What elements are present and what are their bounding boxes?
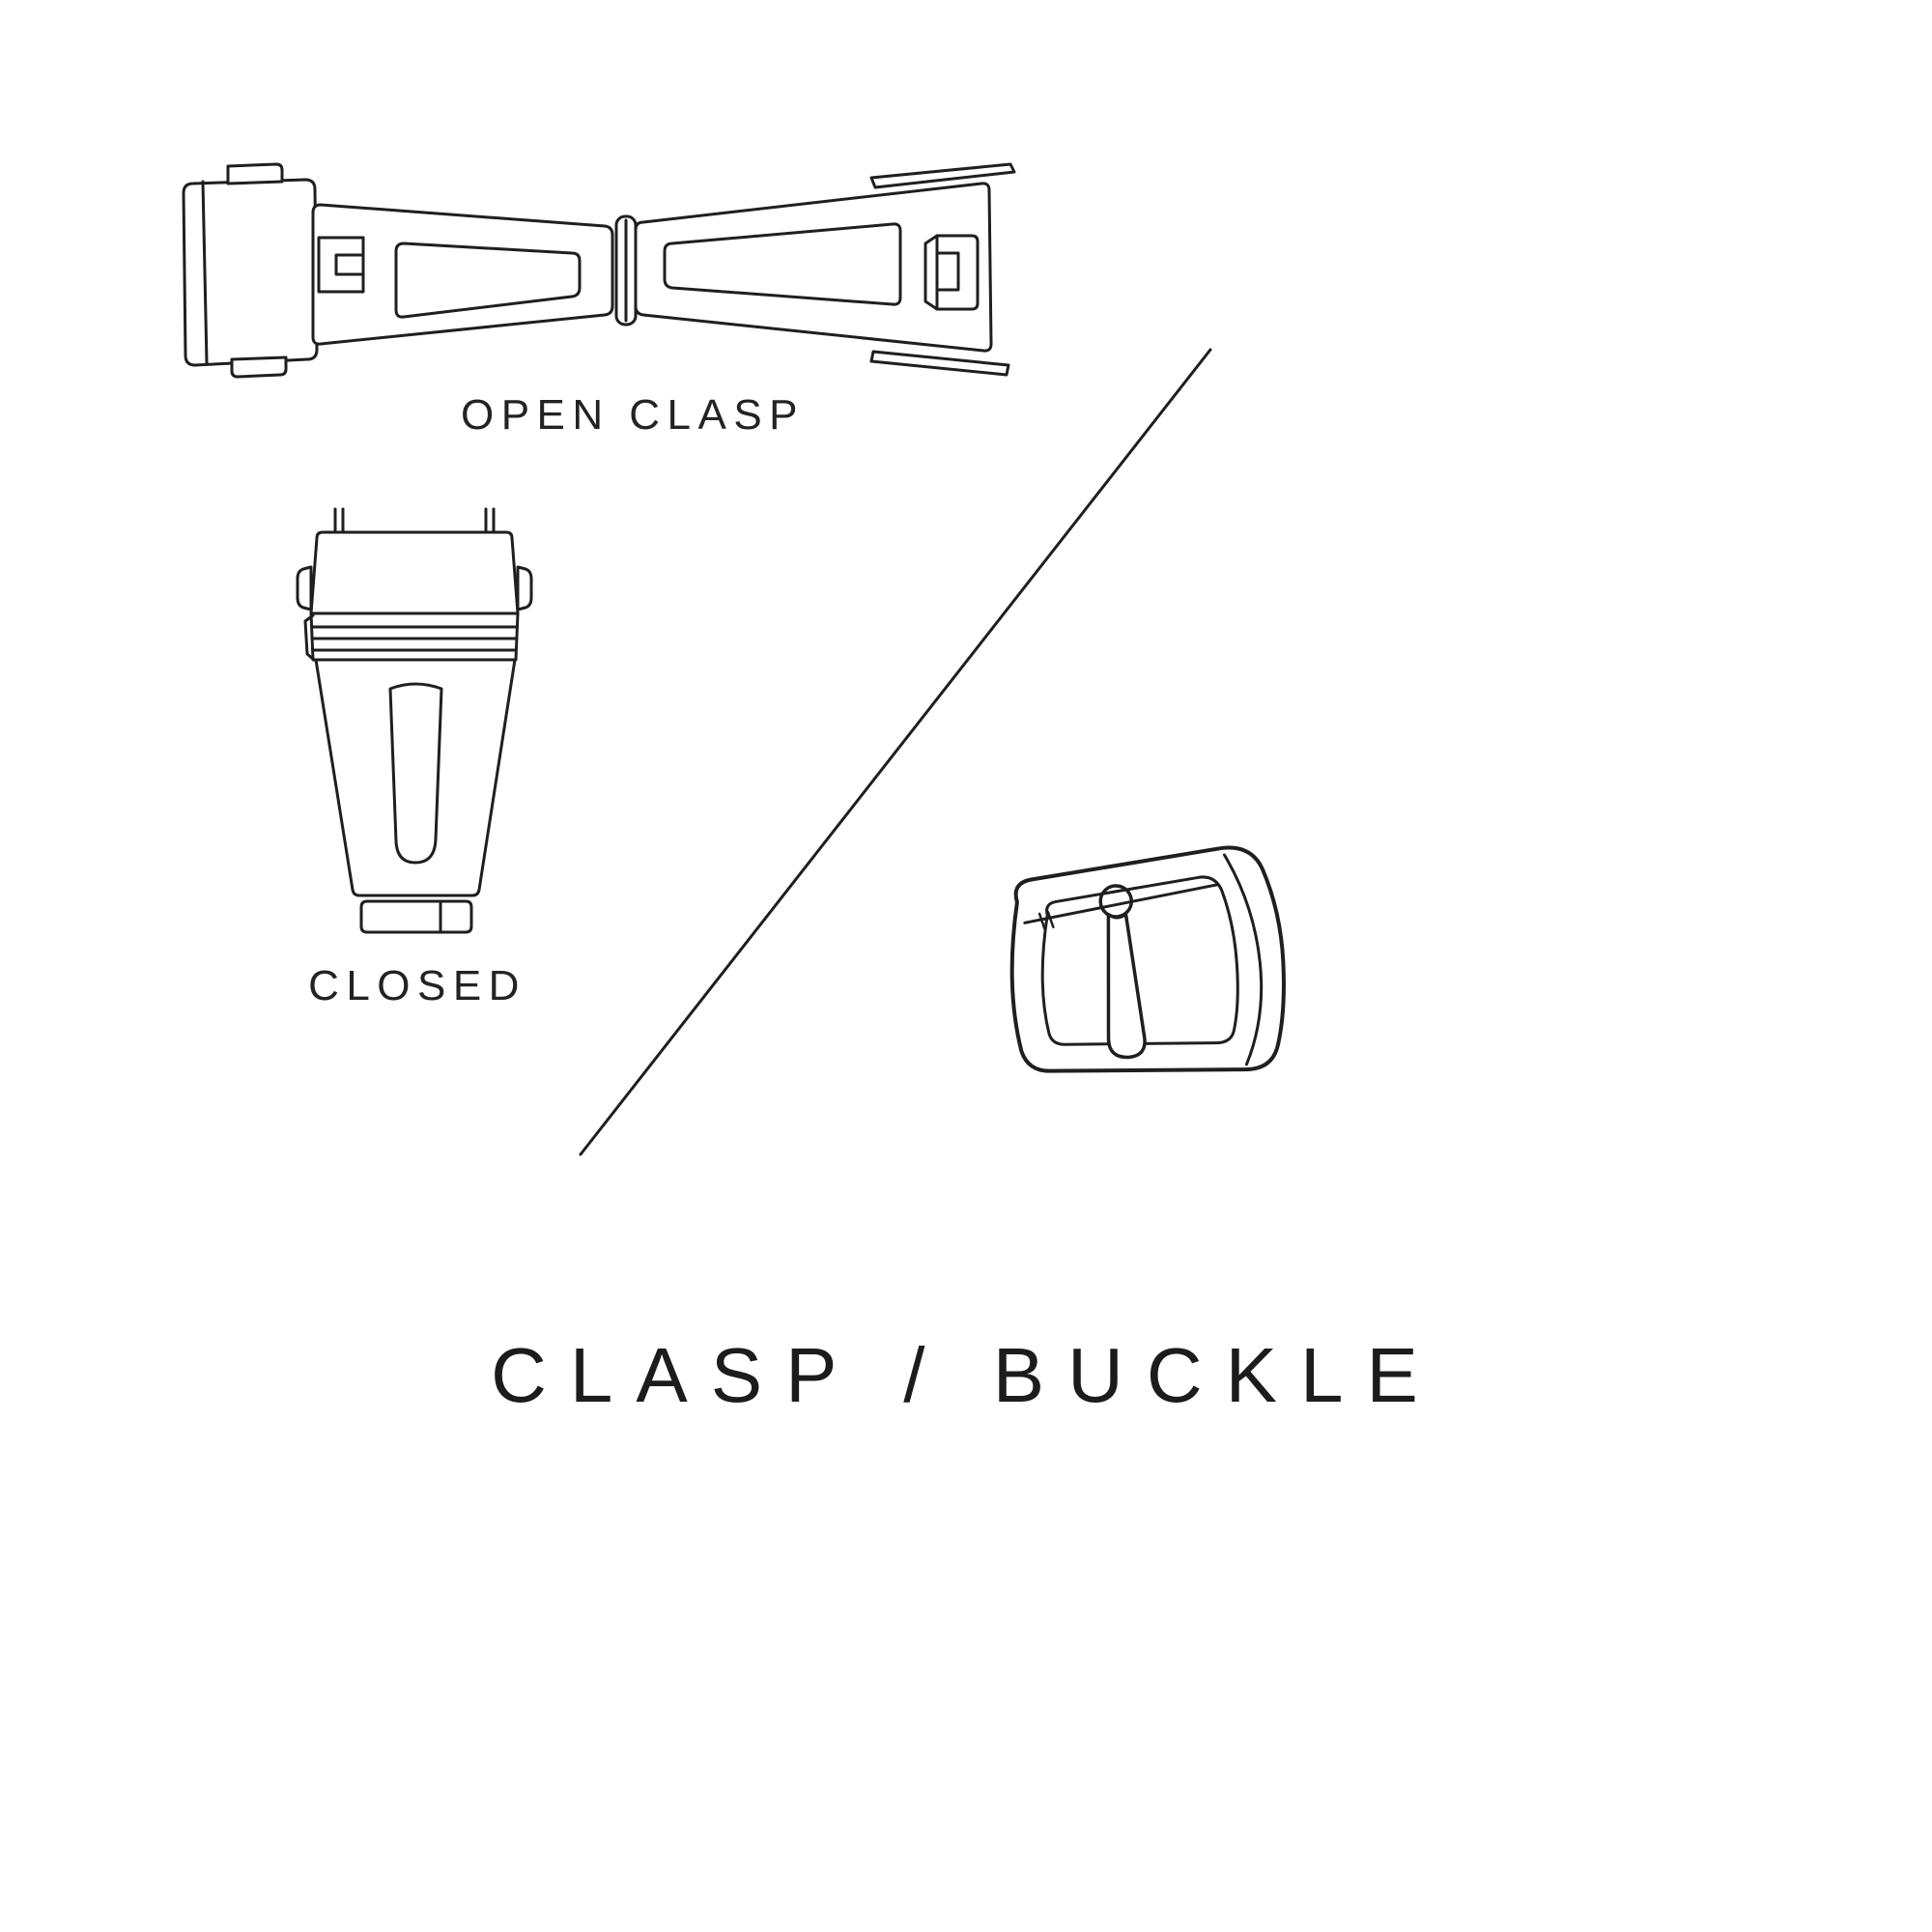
tang-buckle-icon: [1009, 845, 1286, 1073]
closed-clasp-icon: [296, 507, 533, 934]
buckle-illustration: [956, 831, 1304, 1121]
open-clasp-icon: [182, 162, 1016, 379]
page-title: CLASP / BUCKLE: [491, 1332, 1441, 1418]
open-clasp-label: OPEN CLASP: [460, 391, 805, 439]
divider-line: [570, 338, 1227, 1169]
open-clasp-illustration: [174, 145, 1024, 386]
closed-clasp-illustration: [290, 507, 541, 952]
closed-clasp-label: CLOSED: [308, 962, 526, 1009]
divider-line-icon: [579, 348, 1212, 1156]
